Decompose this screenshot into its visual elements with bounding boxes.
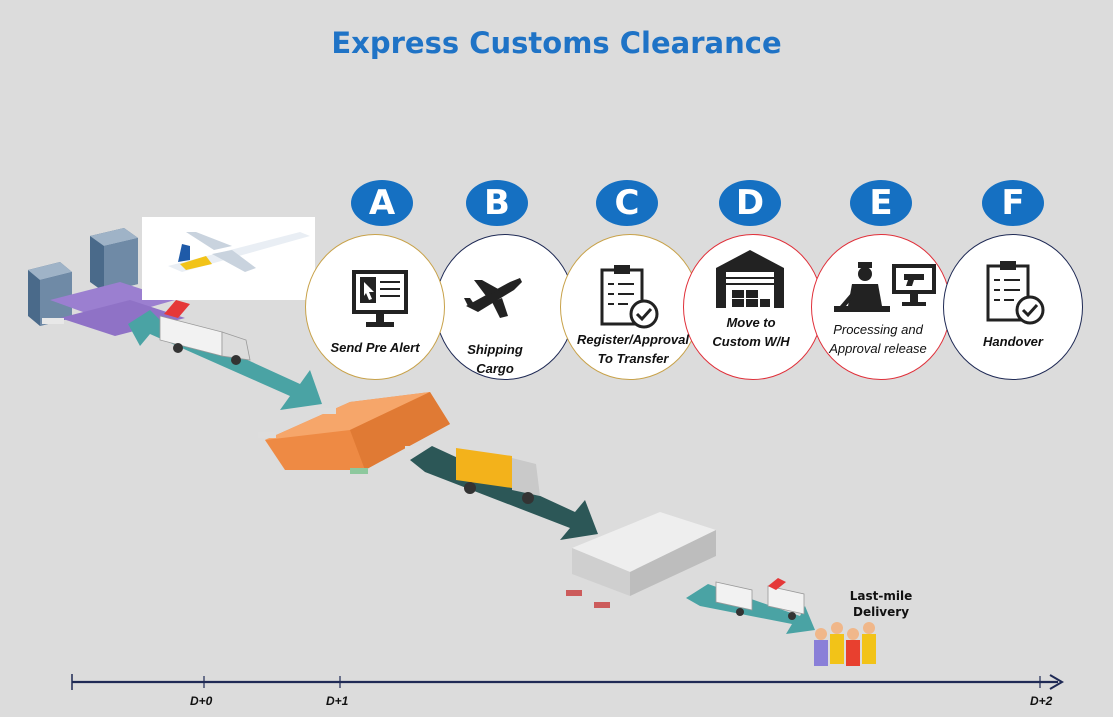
last-mile-line1: Last-mile [849,589,913,603]
step-b-label-line2: Cargo [476,361,514,376]
step-c-badge: C [596,180,658,226]
step-d-label-line1: Move to [726,315,776,330]
last-mile-line2: Delivery [852,605,910,619]
step-b-label: Shipping Cargo [447,340,543,378]
tick-label-d1: D+1 [326,694,349,708]
timeline-axis [71,674,1064,690]
step-a-badge: A [351,180,413,226]
orange-warehouse-icon [258,392,450,474]
tick-label-d2: D+2 [1030,694,1053,708]
last-mile-label: Last-mile Delivery [846,588,916,620]
step-e-badge: E [850,180,912,226]
step-b-label-line1: Shipping [467,342,523,357]
step-a-label-line1: Send Pre Alert [330,340,420,355]
step-e-label: Processing and Approval release [816,320,940,358]
step-b-badge: B [466,180,528,226]
monitor-cursor-icon [352,270,408,327]
step-f-label-line1: Handover [983,334,1043,349]
step-c-label-line1: Register/Approval [577,332,689,347]
office-buildings-icon [28,228,185,336]
airplane-photo [142,217,315,300]
small-trucks-icon [715,578,805,620]
step-f-badge: F [982,180,1044,226]
step-e-label-line1: Processing and [833,322,923,337]
step-c-label-line2: To Transfer [597,351,669,366]
yellow-truck-icon [456,448,540,504]
airplane-icon [464,278,522,318]
step-c-label: Register/Approval To Transfer [567,330,699,368]
checklist-icon [600,265,659,329]
page-title: Express Customs Clearance [331,26,782,60]
warehouse-icon [716,250,784,308]
step-d-label-line2: Custom W/H [712,334,790,349]
tick-label-d0: D+0 [190,694,213,708]
step-d-badge: D [719,180,781,226]
step-f-label: Handover [954,332,1072,351]
step-e-label-line2: Approval release [829,341,927,356]
customers-icon [814,622,876,666]
truck-icon [159,300,251,365]
step-a-label: Send Pre Alert [315,338,435,357]
clipboard-check-icon [986,261,1045,325]
xray-inspection-icon [834,262,936,312]
customs-warehouse-icon [566,512,716,608]
step-d-label: Move to Custom W/H [694,313,808,351]
